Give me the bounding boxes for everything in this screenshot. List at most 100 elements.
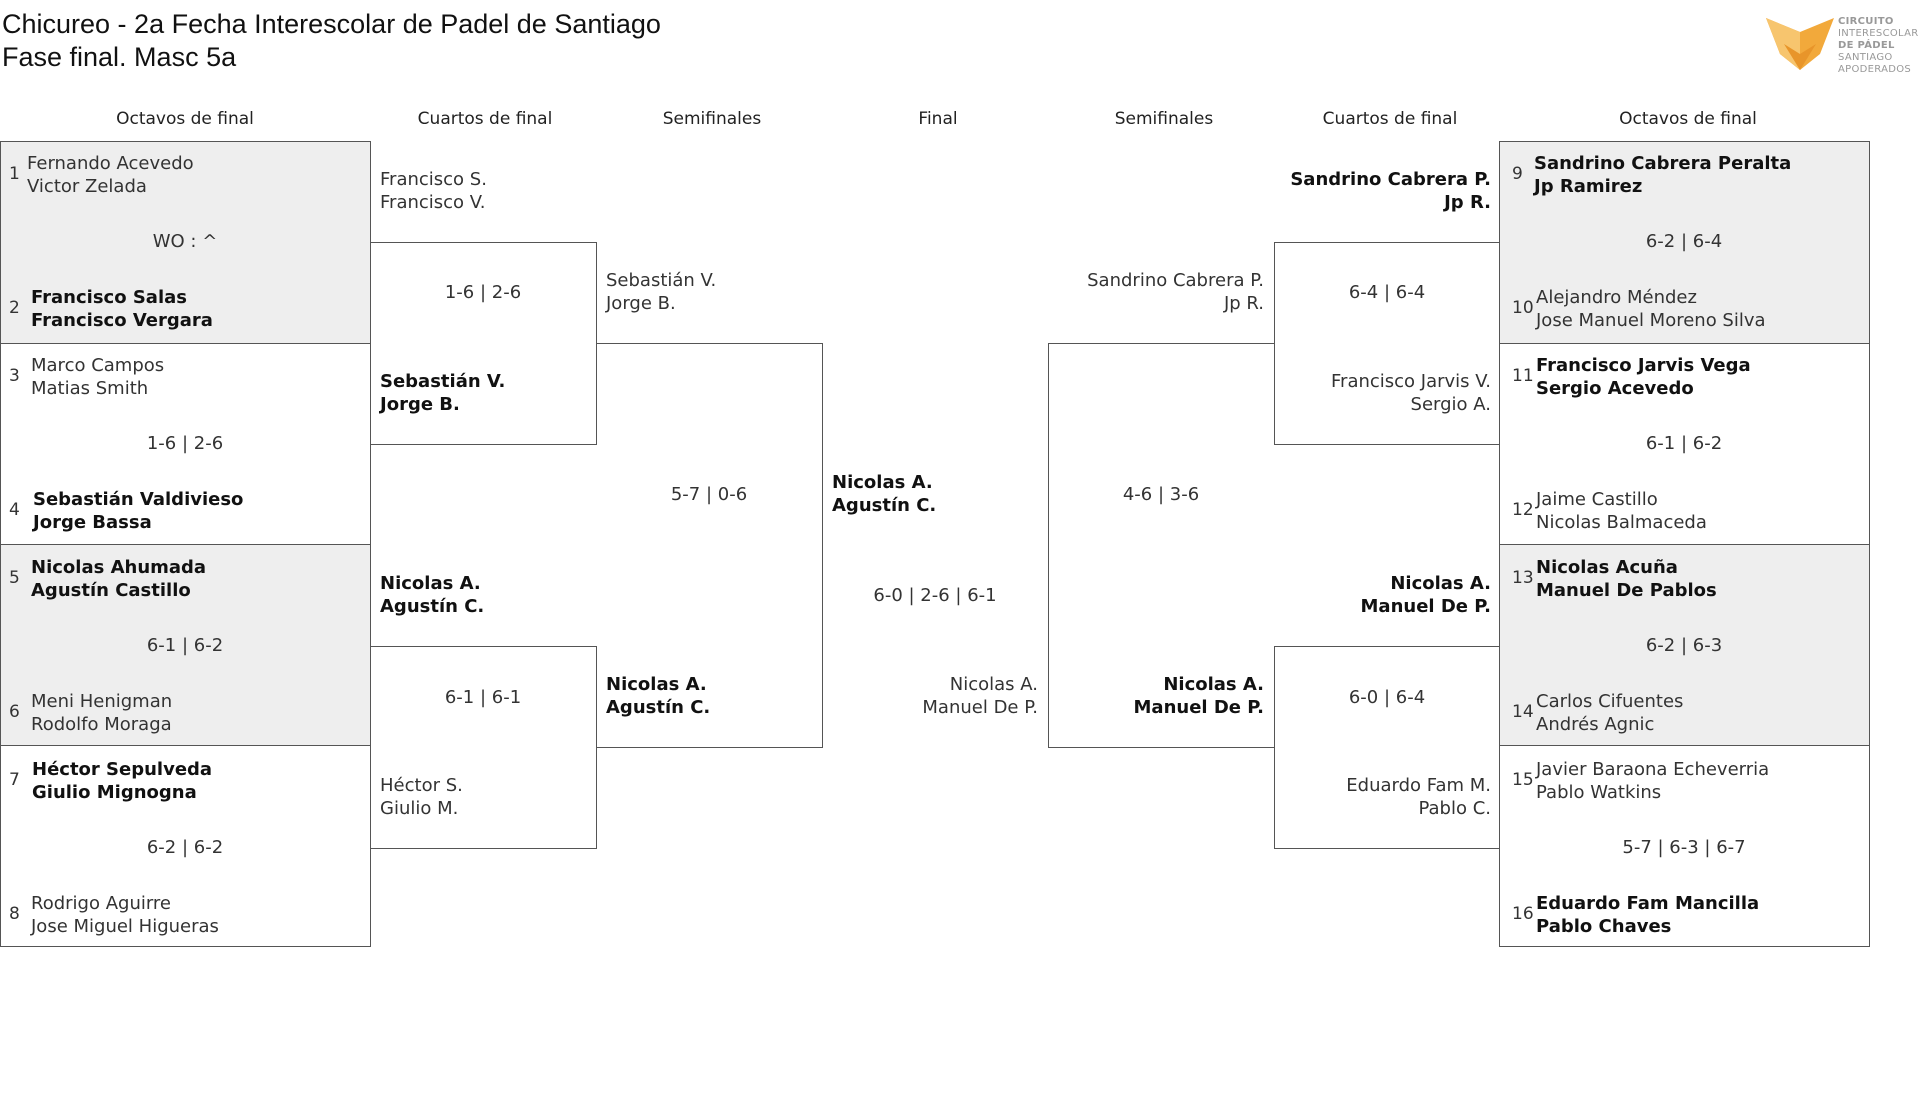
seed-number: 5 xyxy=(9,568,20,588)
seed-number: 7 xyxy=(9,770,20,790)
bracket-line xyxy=(1274,646,1275,849)
match-score: 5-7 | 6-3 | 6-7 xyxy=(1622,837,1746,858)
player-name: Agustín C. xyxy=(832,495,937,516)
team-entry: Nicolas Acuña Manuel De Pablos xyxy=(1536,556,1717,602)
seed-number: 2 xyxy=(9,298,20,318)
player-name: Pablo Chaves xyxy=(1536,916,1672,937)
match-score: 1-6 | 2-6 xyxy=(146,433,224,454)
player-name: Sandrino Cabrera Peralta xyxy=(1534,153,1792,174)
seed-number: 14 xyxy=(1512,702,1534,722)
player-name: Giulio Mignogna xyxy=(32,782,197,803)
match-score: 6-4 | 6-4 xyxy=(1348,282,1426,303)
seed-number: 9 xyxy=(1512,164,1523,184)
player-name: Nicolas A. xyxy=(1390,573,1491,594)
player-name: Francisco Vergara xyxy=(31,310,213,331)
player-name: Jorge B. xyxy=(606,293,676,314)
match-score: 6-2 | 6-3 xyxy=(1645,635,1723,656)
team-entry: Marco Campos Matias Smith xyxy=(31,354,164,400)
team-entry: Francisco Jarvis Vega Sergio Acevedo xyxy=(1536,354,1751,400)
player-name: Rodrigo Aguirre xyxy=(31,893,172,914)
player-name: Jose Manuel Moreno Silva xyxy=(1536,310,1766,331)
page-subtitle: Fase final. Masc 5a xyxy=(2,42,237,72)
bracket-line xyxy=(1499,343,1870,344)
match-shade xyxy=(1,142,370,343)
player-name: Francisco Jarvis V. xyxy=(1331,371,1491,392)
logo-line-4: SANTIAGO xyxy=(1838,52,1893,63)
bracket-line xyxy=(370,141,371,947)
match-shade xyxy=(1,544,370,745)
team-entry: Nicolas A. Manuel De P. xyxy=(830,673,1038,719)
player-name: Sergio A. xyxy=(1410,394,1491,415)
match-score: 6-1 | 6-2 xyxy=(1645,433,1723,454)
player-name: Nicolas Acuña xyxy=(1536,557,1678,578)
match-score: 1-6 | 2-6 xyxy=(444,282,522,303)
team-entry: Sandrino Cabrera P. Jp R. xyxy=(1282,168,1491,214)
player-name: Eduardo Fam M. xyxy=(1346,775,1491,796)
player-name: Marco Campos xyxy=(31,355,165,376)
seed-number: 16 xyxy=(1512,904,1534,924)
player-name: Alejandro Méndez xyxy=(1536,287,1697,308)
player-name: Fernando Acevedo xyxy=(27,153,194,174)
bracket-line xyxy=(0,141,1,947)
bracket-line xyxy=(596,747,823,748)
seed-number: 6 xyxy=(9,702,20,722)
match-score: 4-6 | 3-6 xyxy=(1122,484,1200,505)
logo-line-5: APODERADOS xyxy=(1838,64,1912,75)
player-name: Nicolas A. xyxy=(380,573,481,594)
team-entry: Fernando Acevedo Victor Zelada xyxy=(27,152,194,198)
bracket-line xyxy=(1048,343,1049,748)
player-name: Manuel De P. xyxy=(1360,596,1491,617)
logo-line-2: INTERESCOLAR xyxy=(1838,28,1919,39)
player-name: Victor Zelada xyxy=(27,176,147,197)
bracket-line xyxy=(1048,343,1275,344)
match-shade xyxy=(1499,544,1869,745)
seed-number: 3 xyxy=(9,366,20,386)
seed-number: 10 xyxy=(1512,298,1534,318)
bracket-line xyxy=(370,848,597,849)
bracket-line xyxy=(0,544,371,545)
player-name: Pablo Watkins xyxy=(1536,782,1662,803)
player-name: Sandrino Cabrera P. xyxy=(1087,270,1264,291)
team-entry: Javier Baraona Echeverria Pablo Watkins xyxy=(1536,758,1769,804)
logo-line-1: CIRCUITO xyxy=(1838,16,1894,27)
fox-logo-icon xyxy=(1766,18,1834,70)
player-name: Francisco S. xyxy=(380,169,487,190)
bracket-line xyxy=(0,343,371,344)
player-name: Nicolas A. xyxy=(606,674,707,695)
player-name: Carlos Cifuentes xyxy=(1536,691,1684,712)
team-entry: Jaime Castillo Nicolas Balmaceda xyxy=(1536,488,1707,534)
bracket-line xyxy=(370,242,597,243)
col-right-r16: Octavos de final xyxy=(1619,109,1757,129)
match-score: 5-7 | 0-6 xyxy=(670,484,748,505)
seed-number: 1 xyxy=(9,164,20,184)
logo: CIRCUITO INTERESCOLAR DE PÁDEL SANTIAGO … xyxy=(1764,14,1918,75)
page-title: Chicureo - 2a Fecha Interescolar de Pade… xyxy=(2,9,661,39)
bracket-line xyxy=(596,343,823,344)
player-name: Jorge B. xyxy=(380,394,460,415)
col-left-qf: Cuartos de final xyxy=(417,109,553,129)
team-entry: Héctor S. Giulio M. xyxy=(380,774,463,820)
match-score: 6-2 | 6-2 xyxy=(146,837,224,858)
col-left-sf: Semifinales xyxy=(662,109,762,129)
logo-line-3: DE PÁDEL xyxy=(1838,40,1895,51)
bracket-line xyxy=(1499,544,1870,545)
player-name: Manuel De Pablos xyxy=(1536,580,1717,601)
team-entry: Sandrino Cabrera Peralta Jp Ramirez xyxy=(1534,152,1791,198)
team-entry: Nicolas A. Agustín C. xyxy=(606,673,710,719)
player-name: Héctor Sepulveda xyxy=(32,759,213,780)
bracket-line xyxy=(1499,141,1870,142)
bracket-line xyxy=(1274,242,1500,243)
col-final: Final xyxy=(918,109,958,129)
team-entry: Eduardo Fam M. Pablo C. xyxy=(1282,774,1491,820)
match-score: 6-2 | 6-4 xyxy=(1645,231,1723,252)
bracket-line xyxy=(1499,946,1870,947)
seed-number: 4 xyxy=(9,500,20,520)
player-name: Héctor S. xyxy=(380,775,463,796)
team-entry: Francisco Jarvis V. Sergio A. xyxy=(1282,370,1491,416)
player-name: Nicolas A. xyxy=(1163,674,1264,695)
match-shade xyxy=(1499,142,1869,343)
team-entry: Eduardo Fam Mancilla Pablo Chaves xyxy=(1536,892,1759,938)
player-name: Andrés Agnic xyxy=(1536,714,1655,735)
player-name: Sebastián V. xyxy=(606,270,717,291)
seed-number: 11 xyxy=(1512,366,1534,386)
